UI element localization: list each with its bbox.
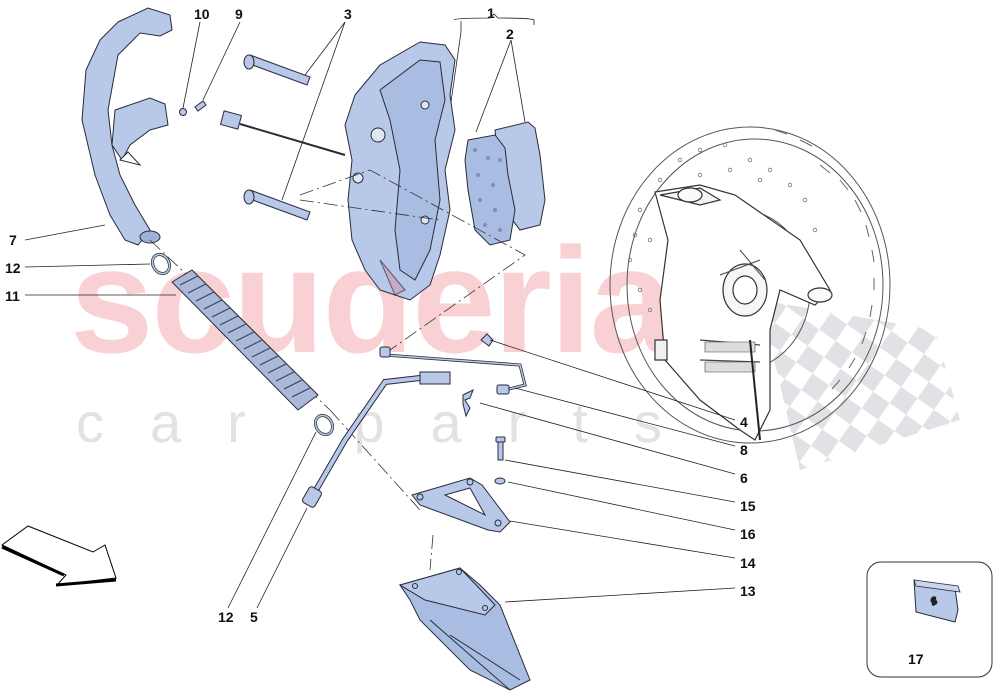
screw-part-15 — [495, 436, 506, 461]
callout-14: 14 — [740, 555, 756, 571]
flexible-brake-hose — [302, 371, 451, 508]
callout-2: 2 — [506, 26, 514, 42]
callout-6: 6 — [740, 470, 748, 486]
callout-4: 4 — [740, 414, 748, 430]
rigid-brake-pipe — [379, 346, 527, 395]
prancing-horse-icon — [930, 596, 938, 606]
callout-11: 11 — [5, 288, 20, 304]
callout-16: 16 — [740, 526, 756, 542]
hose-clamp-lower — [313, 413, 335, 437]
hub-upright — [654, 184, 833, 441]
brake-pads — [464, 121, 546, 246]
cap-part-10 — [179, 108, 187, 116]
callout-15: 15 — [740, 498, 756, 514]
callout-10: 10 — [194, 6, 210, 22]
callout-7: 7 — [9, 232, 17, 248]
callout-8: 8 — [740, 442, 748, 458]
hose-clamp-upper — [150, 252, 172, 276]
callout-17: 17 — [908, 651, 924, 667]
callout-9: 9 — [235, 6, 243, 22]
disc-drill-holes — [627, 142, 818, 313]
caliper-bolts — [243, 54, 311, 221]
callout-12-upper: 12 — [5, 260, 21, 276]
direction-arrow — [1, 525, 117, 587]
clip-part-4 — [480, 333, 494, 347]
inset-box-part-17 — [866, 561, 993, 678]
air-intake-scoop — [398, 567, 531, 691]
bracket-part-14 — [411, 477, 511, 533]
disc-vent-slots — [774, 129, 875, 390]
pad-wear-sensor — [219, 110, 346, 156]
callout-5: 5 — [250, 609, 258, 625]
corrugated-air-hose — [171, 269, 319, 411]
washer-part-16 — [494, 477, 506, 485]
brake-caliper — [344, 41, 456, 301]
spring-clip-part-6 — [462, 388, 474, 418]
callout-1: 1 — [487, 5, 495, 21]
callout-12-lower: 12 — [218, 609, 234, 625]
callout-13: 13 — [740, 583, 756, 599]
callout-3: 3 — [344, 6, 352, 22]
bleed-screw-part-9 — [194, 100, 207, 112]
checkered-flag-watermark — [760, 300, 960, 470]
brake-cooling-duct — [81, 7, 173, 246]
